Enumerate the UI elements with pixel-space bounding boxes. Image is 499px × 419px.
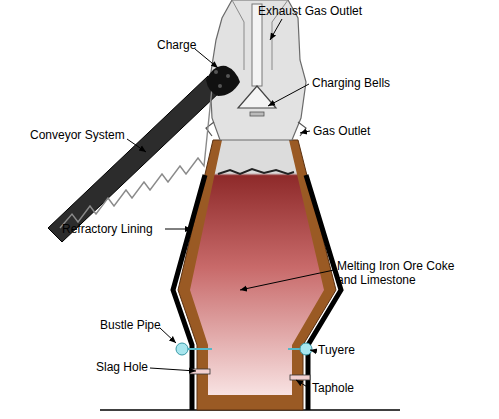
- part-label: Bustle Pipe: [100, 318, 161, 332]
- part-label: Exhaust Gas Outlet: [258, 4, 362, 18]
- part-label: Tuyere: [318, 343, 355, 357]
- part-label: Charge: [157, 38, 196, 52]
- part-label: Slag Hole: [96, 360, 148, 374]
- part-label: Charging Bells: [312, 76, 390, 90]
- part-label: Melting Iron Ore Coke and Limestone: [337, 259, 459, 287]
- part-label: Taphole: [312, 381, 354, 395]
- part-label: Conveyor System: [30, 128, 125, 142]
- part-label: Refractory Lining: [62, 222, 153, 236]
- part-label: Gas Outlet: [313, 124, 370, 138]
